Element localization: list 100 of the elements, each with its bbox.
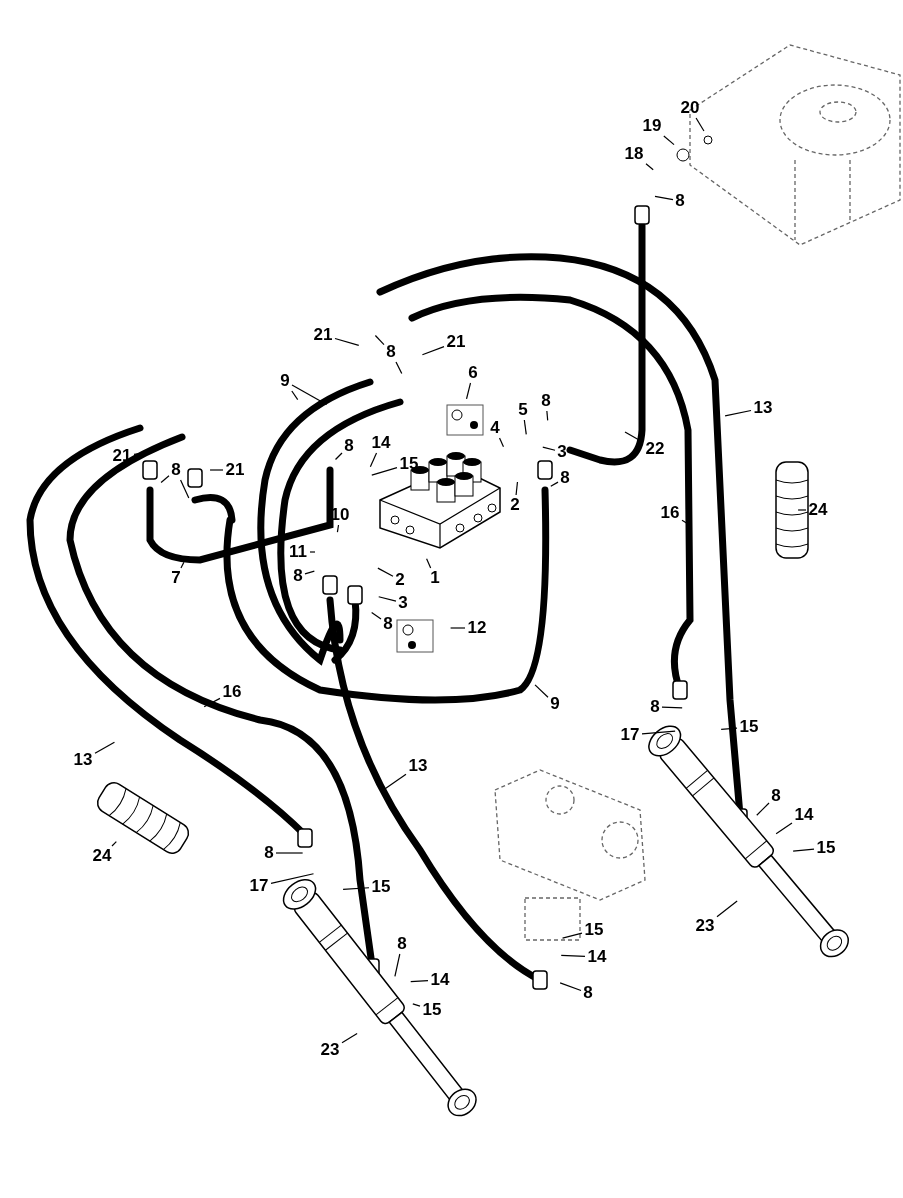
leader-line [203,697,221,708]
leader-line [334,452,343,461]
callout-number: 8 [342,436,356,456]
leader-line [421,345,445,356]
callout-number: 16 [220,682,244,702]
callout-number: 2 [508,495,522,515]
leader-line [645,163,654,171]
callout-number: 3 [396,593,410,613]
leader-line [724,409,752,417]
leader-line [369,452,378,468]
callout-number: 8 [558,468,572,488]
callout-number: 15 [397,454,421,474]
leader-line [542,446,556,451]
leader-line [394,953,401,977]
callout-number: 15 [737,717,761,737]
leader-line [465,382,472,400]
callout-number: 21 [311,325,335,345]
callout-number: 23 [318,1040,342,1060]
leader-line [534,684,549,698]
callout-number: 15 [369,877,393,897]
leader-line [410,980,429,983]
callout-number: 14 [428,970,452,990]
callout-number: 8 [262,843,276,863]
callout-number: 22 [643,439,667,459]
leader-line [371,466,398,476]
leader-line [395,361,403,375]
callout-number: 8 [539,391,553,411]
leader-line [336,524,340,533]
callout-number: 14 [792,805,816,825]
leader-line [797,509,807,511]
callout-number: 21 [223,460,247,480]
callout-number: 8 [291,566,305,586]
callout-number: 15 [582,920,606,940]
callout-number: 8 [384,342,398,362]
callout-number: 2 [393,570,407,590]
leader-line [498,437,505,448]
leader-line [341,1032,358,1044]
leader-line [515,481,519,496]
callout-number: 18 [622,144,646,164]
leader-line [425,558,432,569]
callout-number: 14 [585,947,609,967]
callout-number: 1 [428,568,442,588]
leader-line [792,848,815,852]
callout-number: 5 [516,400,530,420]
leader-line [378,596,397,602]
callout-number: 11 [286,542,310,562]
callout-number: 6 [466,363,480,383]
callout-number: 12 [465,618,489,638]
leader-line [160,475,170,484]
callout-number: 20 [678,98,702,118]
leader-line [377,567,394,577]
callout-number: 13 [406,756,430,776]
callout-number: 17 [247,876,271,896]
callout-number: 15 [420,1000,444,1020]
callout-number: 3 [555,442,569,462]
callout-number: 8 [769,786,783,806]
leader-line [291,384,328,406]
leader-line [695,117,705,132]
callout-number: 14 [369,433,393,453]
leader-line [756,802,770,816]
callout-number: 23 [693,916,717,936]
callout-number: 13 [751,398,775,418]
leader-line [334,337,360,346]
leader-line [775,822,793,835]
leader-line [561,932,583,939]
callout-number: 21 [444,332,468,352]
callout-number: 7 [169,568,183,588]
callout-number: 8 [169,460,183,480]
callout-number: 19 [640,116,664,136]
callout-number: 17 [618,725,642,745]
leader-line [546,410,549,421]
callout-number: 8 [381,614,395,634]
leader-line [383,773,407,790]
leader-line [209,469,224,471]
leader-line [291,390,299,401]
leader-line [523,419,527,435]
leader-line [450,627,466,629]
leader-line [304,570,315,575]
leader-line [180,561,185,569]
leader-line [663,135,675,146]
callout-number: 10 [328,505,352,525]
callout-number: 9 [278,371,292,391]
leader-line [550,481,559,487]
leader-line [342,887,370,890]
leader-line [374,334,385,346]
leader-line [270,873,315,884]
callout-number: 13 [71,750,95,770]
leader-line [179,479,190,499]
callout-number: 16 [658,503,682,523]
leader-line [559,982,582,992]
callout-number: 8 [648,697,662,717]
leader-line [309,551,316,553]
leader-line [371,611,382,620]
leader-line [681,519,689,525]
callout-number: 15 [814,838,838,858]
callout-number: 8 [395,934,409,954]
leader-line [716,900,738,918]
leader-line [94,741,116,754]
leader-line [412,1003,421,1007]
callout-number: 8 [673,191,687,211]
